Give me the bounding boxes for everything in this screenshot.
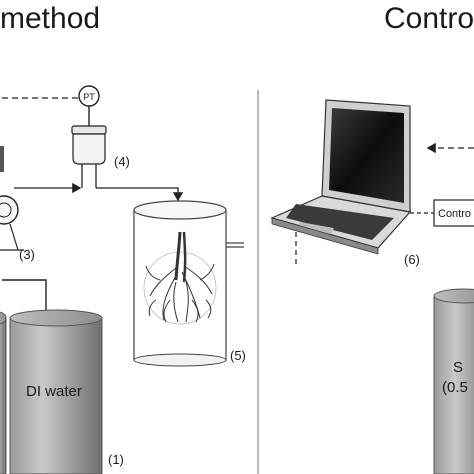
label-1: (1)	[108, 452, 124, 467]
heading-method: method	[0, 2, 100, 35]
pt-label: PT	[83, 92, 95, 102]
controller-box	[410, 199, 474, 227]
di-water-tank	[9, 309, 103, 474]
solution-tank	[433, 288, 474, 474]
pipe-4-to-vessel	[96, 187, 184, 202]
root-system	[143, 231, 217, 325]
left-tank	[0, 311, 7, 474]
heading-control: Contro	[384, 2, 474, 35]
pressure-transducer: PT	[78, 85, 100, 126]
label-6: (6)	[404, 252, 420, 267]
label-3: (3)	[19, 247, 35, 262]
tank-label-line1: S	[453, 359, 463, 376]
pump-3	[0, 195, 24, 251]
label-4: (4)	[114, 154, 130, 169]
vessel-5	[133, 200, 244, 367]
di-water-label: DI water	[26, 383, 82, 400]
controller-label: Contro	[438, 208, 471, 220]
laptop-6	[270, 99, 412, 255]
left-edge-bar	[0, 146, 4, 172]
component-4-cylinder	[71, 125, 107, 188]
tube-to-tank	[2, 279, 47, 320]
label-5: (5)	[230, 348, 246, 363]
tank-label-line2: (0.5	[442, 379, 468, 396]
